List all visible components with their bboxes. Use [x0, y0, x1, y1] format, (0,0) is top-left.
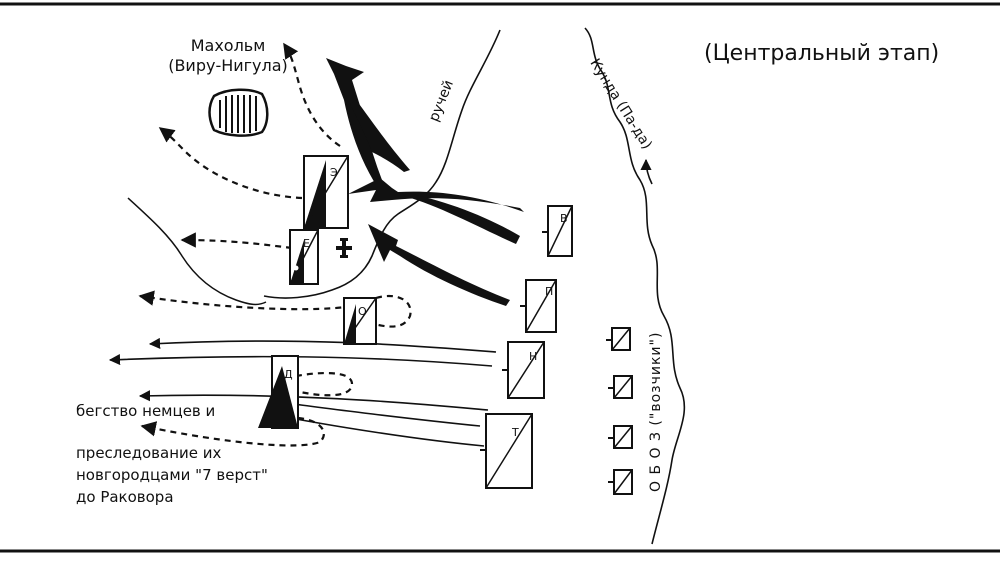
- russian-unit-n: [502, 341, 545, 399]
- russian-unit-v-letter: В: [560, 212, 568, 225]
- wagon-1: [606, 327, 631, 351]
- german-unit-d: [258, 355, 299, 429]
- russian-unit-n-letter: Н: [529, 350, 537, 363]
- river-flow-arrow-icon: [640, 158, 653, 185]
- german-unit-e-top: [303, 155, 349, 229]
- flight-note-line3: новгородцами "7 верст": [76, 466, 268, 484]
- attack-arrows: [326, 58, 524, 306]
- town-icon: [208, 88, 269, 137]
- wagon-4: [608, 469, 633, 495]
- german-unit-d-letter: Д: [284, 368, 293, 381]
- german-unit-o: [343, 297, 377, 345]
- russian-unit-v: [542, 205, 573, 257]
- russian-unit-p: [520, 279, 557, 333]
- german-unit-ye-letter: Е: [303, 237, 310, 250]
- town-name: Махольм: [190, 36, 266, 55]
- town-label: Махольм (Виру-Нигула): [158, 36, 298, 76]
- wagon-3: [608, 425, 633, 449]
- german-unit-ye: [289, 229, 319, 285]
- german-unit-o-letter: О: [358, 305, 367, 318]
- wagon-train-label: О Б О З ("возчики"): [648, 331, 664, 492]
- flight-note-line2: преследование их: [76, 444, 222, 462]
- russian-unit-p-letter: П: [545, 285, 553, 298]
- flight-note-line4: до Раковора: [76, 488, 174, 506]
- cross-icon: [336, 238, 352, 258]
- town-alt-name: (Виру-Нигула): [168, 56, 288, 75]
- dashed-retreat-lines: [138, 42, 412, 447]
- flight-note-line1: бегство немцев и: [76, 402, 216, 420]
- wagon-train: [606, 327, 633, 495]
- kunda-river-path: [584, 27, 686, 545]
- stream-path: [263, 29, 501, 299]
- german-unit-e-top-letter: Э: [330, 166, 338, 179]
- map-title: (Центральный этап): [704, 41, 940, 66]
- russian-unit-t-letter: Т: [511, 426, 519, 439]
- flight-lines: [108, 337, 497, 447]
- russian-unit-t: [480, 413, 533, 489]
- wagon-2: [608, 375, 633, 399]
- terrain-line: [127, 197, 267, 306]
